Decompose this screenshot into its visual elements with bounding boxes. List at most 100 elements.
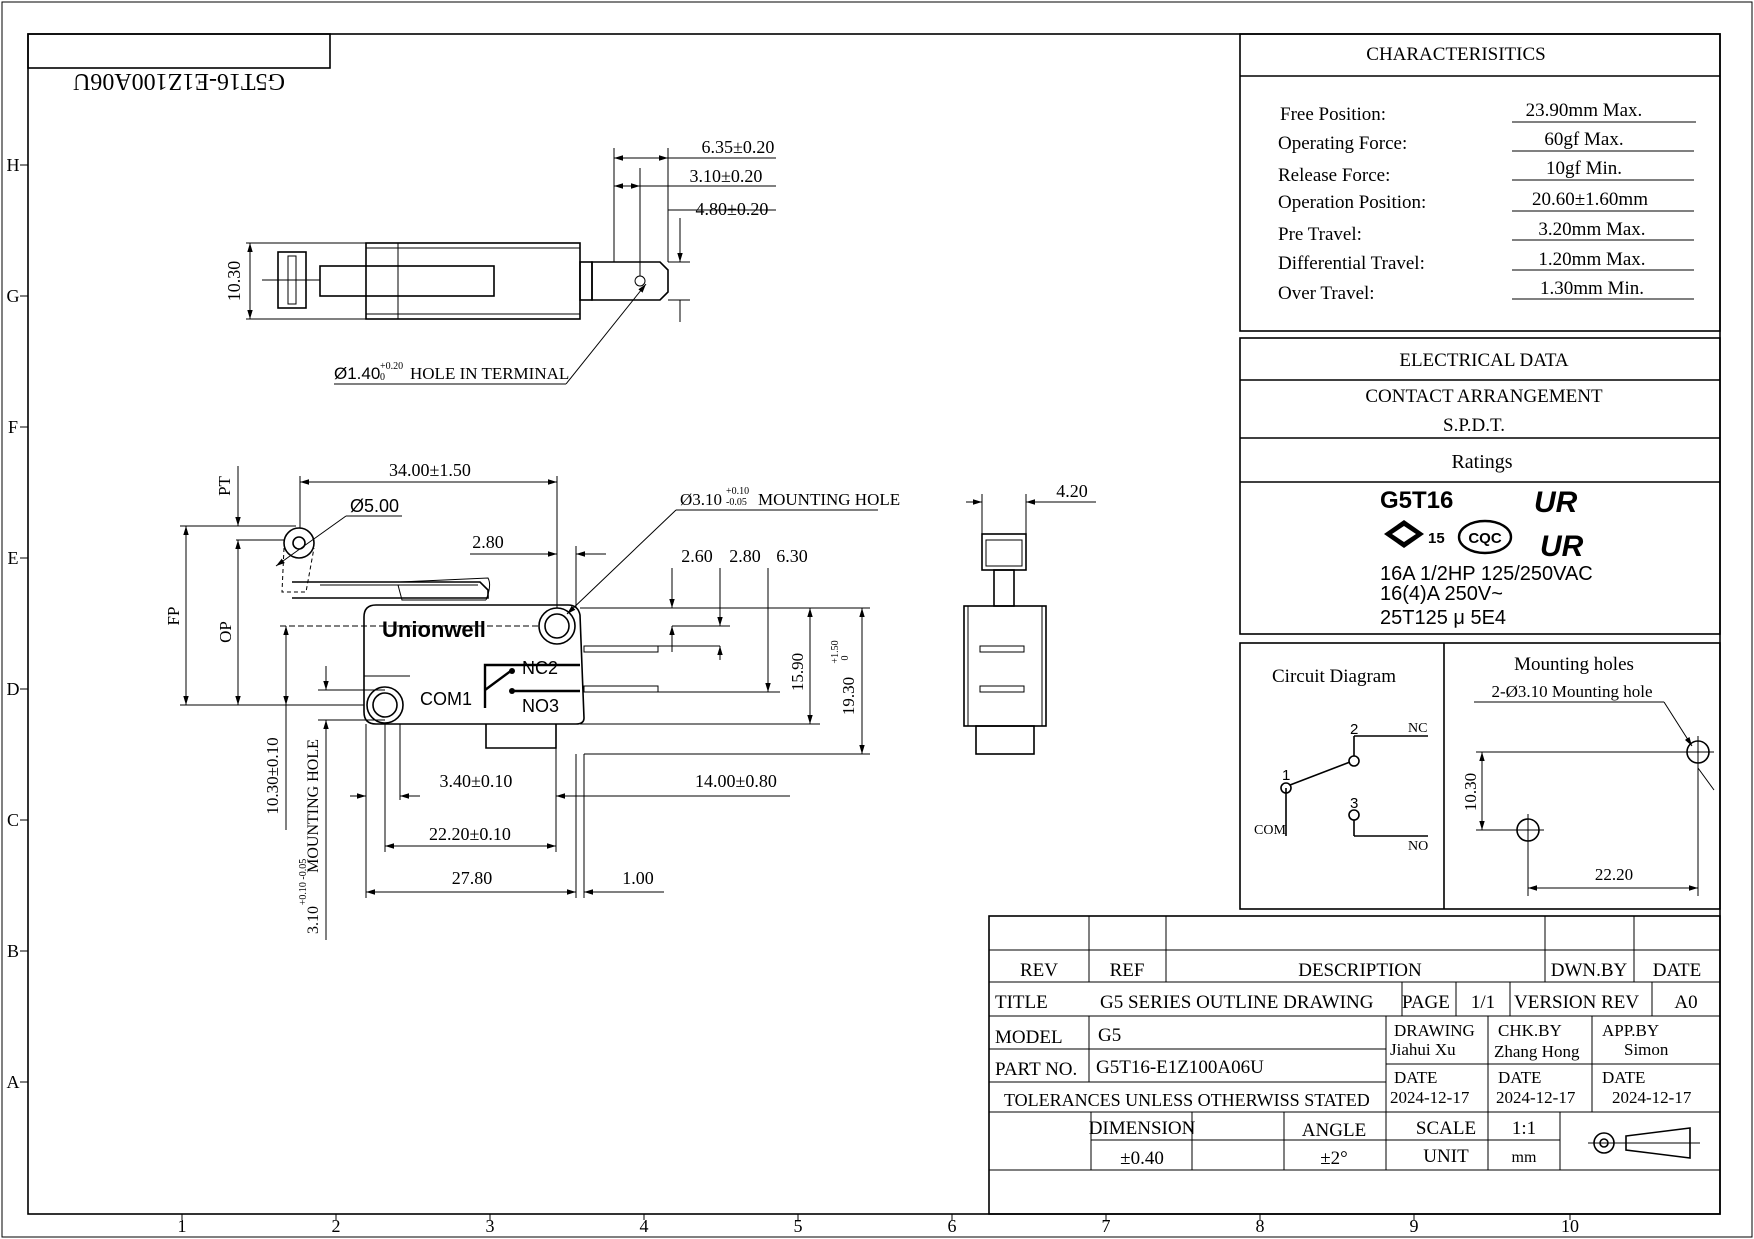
char-label: Release Force: xyxy=(1278,165,1390,186)
row-label: G xyxy=(7,286,20,306)
tb-scale-label: SCALE xyxy=(1416,1118,1476,1139)
row-label: H xyxy=(7,155,20,175)
pin-1: 1 xyxy=(1282,767,1290,784)
drawing-code-box: G5T16-E1Z100A06U xyxy=(27,33,331,94)
col-label: 1 xyxy=(178,1216,187,1236)
col-label: 2 xyxy=(332,1216,341,1236)
tb-drawing-label: DRAWING xyxy=(1394,1021,1475,1040)
contact-value: S.P.D.T. xyxy=(1443,415,1505,436)
circuit-nc: NC xyxy=(1408,721,1427,736)
circuit-title: Circuit Diagram xyxy=(1272,666,1396,687)
mounting-dim-h: 22.20 xyxy=(1595,865,1633,884)
dim-19-30-tol-hi: +1.50 xyxy=(830,640,841,663)
rating-model: G5T16 xyxy=(1380,487,1453,514)
tb-app-value: Simon xyxy=(1624,1040,1669,1059)
tb-drawing-value: Jiahui Xu xyxy=(1390,1040,1456,1059)
dim-10-30: 10.30±0.10 xyxy=(263,737,282,814)
brand: Unionwell xyxy=(382,617,486,642)
tb-date3-value: 2024-12-17 xyxy=(1612,1088,1692,1107)
row-label: B xyxy=(7,941,19,961)
col-label: 6 xyxy=(948,1216,957,1236)
tb-part-label: PART NO. xyxy=(995,1059,1077,1080)
characteristics-header: CHARACTERISITICS xyxy=(1366,44,1545,65)
top-dim-a: 6.35±0.20 xyxy=(702,137,775,157)
char-value: 23.90mm Max. xyxy=(1526,100,1643,121)
char-label: Operating Force: xyxy=(1278,133,1407,154)
tb-date1-label: DATE xyxy=(1394,1068,1437,1087)
tb-date1-value: 2024-12-17 xyxy=(1390,1088,1470,1107)
label-com: COM1 xyxy=(420,689,472,709)
dim-1-00: 1.00 xyxy=(622,868,654,888)
dim-14-00: 14.00±0.80 xyxy=(695,771,777,791)
col-label: 7 xyxy=(1102,1216,1111,1236)
tb-page-label: PAGE xyxy=(1402,992,1450,1013)
tb-dwn-label: DWN.BY xyxy=(1551,960,1628,981)
row-label: A xyxy=(7,1072,20,1092)
tb-dimension-label: DIMENSION xyxy=(1089,1118,1196,1139)
top-dim-width: 10.30 xyxy=(224,261,244,302)
rating-line: 25T125 μ 5E4 xyxy=(1380,607,1506,629)
char-value: 20.60±1.60mm xyxy=(1532,189,1648,210)
tb-app-label: APP.BY xyxy=(1602,1021,1659,1040)
drawing-code-mirrored: G5T16-E1Z100A06U xyxy=(73,68,285,94)
grid-labels: 1 2 3 4 5 6 7 8 9 10 H G F E D C B A xyxy=(7,155,1580,1236)
top-hole-text: HOLE IN TERMINAL xyxy=(410,364,569,383)
char-value: 1.30mm Min. xyxy=(1540,278,1644,299)
tb-part-value: G5T16-E1Z100A06U xyxy=(1096,1057,1264,1078)
dim-3-10-left: 3.10 xyxy=(305,906,322,934)
char-label: Over Travel: xyxy=(1278,283,1375,304)
circuit-diagram-panel: Circuit Diagram 1 2 3 COM NC NO Mounting… xyxy=(1239,642,1721,910)
rating-line: 16(4)A 250V~ xyxy=(1380,583,1503,605)
tb-title-label: TITLE xyxy=(995,992,1048,1013)
dim-27-80: 27.80 xyxy=(452,868,493,888)
col-label: 4 xyxy=(640,1216,649,1236)
front-view: Unionwell COM1 NC2 NO3 FP OP PT 34.00±1.… xyxy=(164,460,900,940)
row-label: C xyxy=(7,810,19,830)
dim-mh-left-text: MOUNTING HOLE xyxy=(305,739,322,873)
tb-date2-label: DATE xyxy=(1498,1068,1541,1087)
char-label: Differential Travel: xyxy=(1278,253,1425,274)
tb-desc-label: DESCRIPTION xyxy=(1298,960,1422,981)
ur-mark-bottom: UR xyxy=(1540,530,1584,563)
top-dim-c: 4.80±0.20 xyxy=(696,199,769,219)
char-label: Free Position: xyxy=(1280,104,1386,125)
mounting-note: 2-Ø3.10 Mounting hole xyxy=(1491,682,1652,701)
dim-fp: FP xyxy=(164,607,183,626)
tb-scale-value: 1:1 xyxy=(1512,1118,1536,1139)
top-hole-tol-low: 0 xyxy=(380,372,385,383)
top-view: 10.30 6.35±0.20 3.10±0.20 4.80±0.20 Ø1.4… xyxy=(224,137,776,385)
rating-line: 16A 1/2HP 125/250VAC xyxy=(1380,563,1593,585)
pin-2: 2 xyxy=(1350,721,1358,738)
tb-chk-value: Zhang Hong xyxy=(1494,1042,1580,1061)
dim-mount-prefix: Ø3.10 xyxy=(680,490,722,509)
contact-label: CONTACT ARRANGEMENT xyxy=(1365,386,1603,407)
dim-2-60: 2.60 xyxy=(681,546,713,566)
dim-3-10-left-tol: +0.10 -0.05 xyxy=(298,859,309,905)
dim-mount-tol-hi: +0.10 xyxy=(726,486,749,497)
dim-22-20: 22.20±0.10 xyxy=(429,824,511,844)
tb-angle-label: ANGLE xyxy=(1302,1120,1366,1141)
title-block: REV REF DESCRIPTION DWN.BY DATE TITLE G5… xyxy=(988,915,1721,1215)
tb-tolerances: TOLERANCES UNLESS OTHERWISS STATED xyxy=(1004,1090,1370,1110)
label-no: NO3 xyxy=(522,696,559,716)
mounting-dim-v: 10.30 xyxy=(1461,773,1480,811)
side-view: 4.20 xyxy=(963,481,1096,755)
pin-3: 3 xyxy=(1350,795,1358,812)
top-dim-b: 3.10±0.20 xyxy=(690,166,763,186)
circuit-com: COM xyxy=(1254,823,1286,838)
col-label: 10 xyxy=(1561,1216,1579,1236)
top-hole-prefix: Ø1.40 xyxy=(334,364,380,383)
tb-version-label: VERSION REV xyxy=(1514,992,1639,1013)
dim-pt: PT xyxy=(215,475,234,495)
dim-2-80: 2.80 xyxy=(729,546,761,566)
col-label: 3 xyxy=(486,1216,495,1236)
top-hole-tol: +0.20 xyxy=(380,361,403,372)
tb-date2-value: 2024-12-17 xyxy=(1496,1088,1576,1107)
ratings-label: Ratings xyxy=(1451,451,1512,473)
char-label: Pre Travel: xyxy=(1278,224,1362,245)
row-label: E xyxy=(8,548,19,568)
char-value: 1.20mm Max. xyxy=(1538,249,1645,270)
dim-19-30-tol-lo: 0 xyxy=(840,656,851,661)
tb-ref-label: REF xyxy=(1110,960,1145,981)
